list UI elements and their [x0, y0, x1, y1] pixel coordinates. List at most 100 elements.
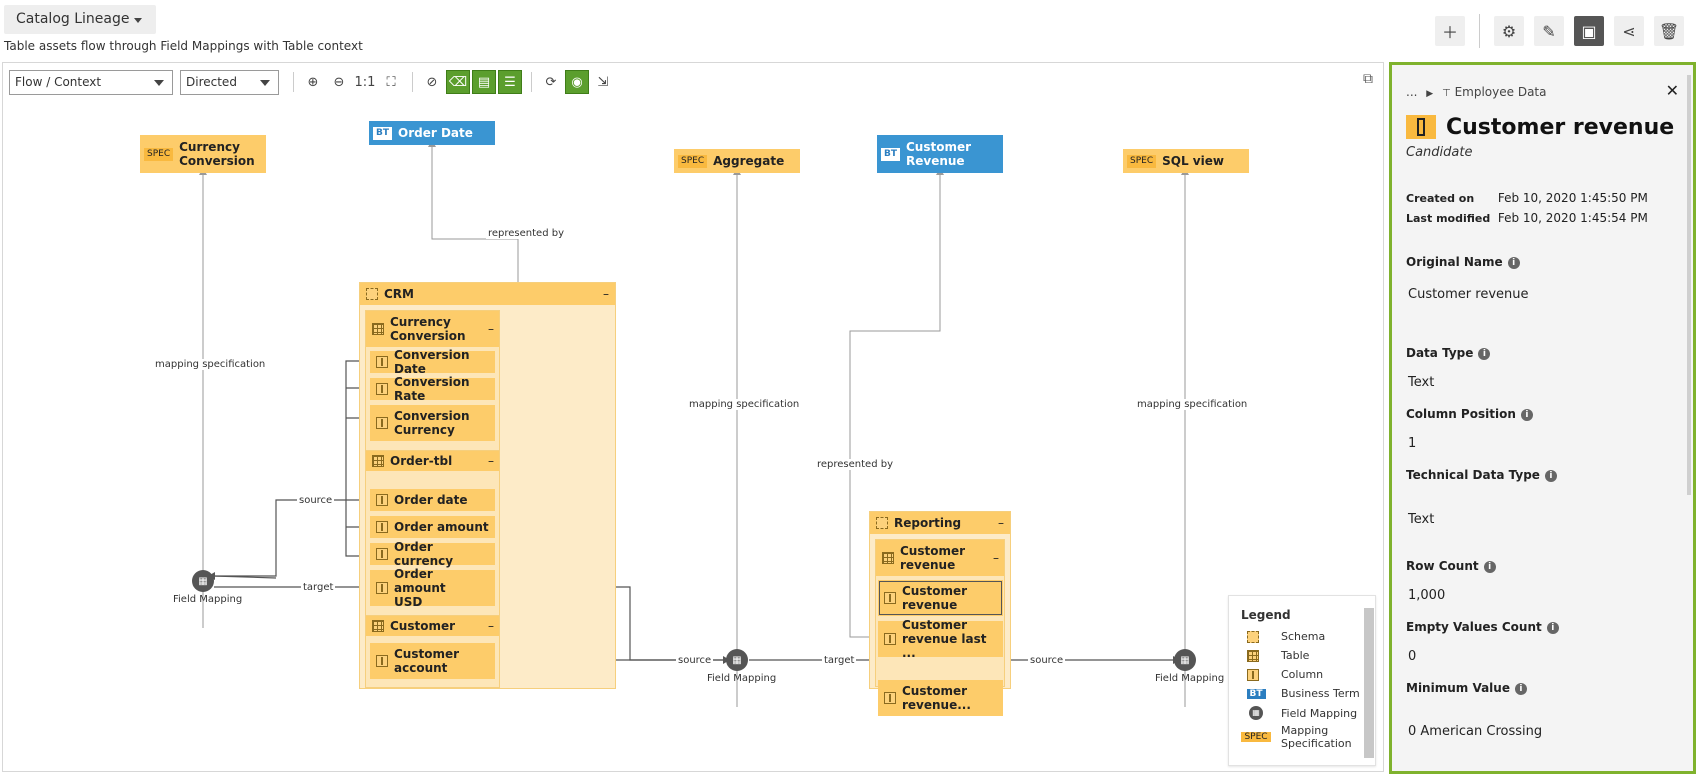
schema-header[interactable]: CRM –	[360, 283, 615, 305]
spec-node-sql-view[interactable]: SPEC SQL view	[1123, 149, 1249, 173]
share-button[interactable]: ⋖	[1614, 16, 1644, 46]
node-label: Customer Revenue	[906, 140, 972, 168]
direction-select[interactable]: Directed	[180, 69, 279, 95]
compass-icon[interactable]: ⊘	[426, 74, 438, 90]
table-label: Order-tbl	[390, 454, 453, 468]
legend-item-schema: Schema	[1241, 630, 1325, 643]
save-icon: ▣	[1581, 21, 1597, 41]
refresh-icon[interactable]: ⟳	[545, 74, 557, 90]
column-order-amount[interactable]: Order amount	[370, 516, 495, 538]
info-icon[interactable]: i	[1483, 560, 1496, 573]
legend-label: Column	[1281, 668, 1324, 681]
collapse-button[interactable]: –	[603, 287, 609, 301]
column-customer-revenue-selected[interactable]: Customer revenue	[878, 580, 1003, 616]
delete-button[interactable]: 🗑	[1654, 16, 1684, 46]
field-mapping-node[interactable]: ▦	[1174, 649, 1196, 671]
info-icon[interactable]: i	[1546, 621, 1559, 634]
fit-screen-icon[interactable]: ⛶	[386, 74, 396, 90]
info-icon[interactable]: i	[1520, 408, 1533, 421]
created-row: Created on Feb 10, 2020 1:45:50 PM	[1406, 191, 1648, 205]
table-header[interactable]: Customer revenue –	[876, 540, 1004, 576]
spec-node-currency-conversion[interactable]: SPEC Currency Conversion	[140, 135, 266, 173]
collapse-button[interactable]: –	[993, 551, 999, 565]
column-order-currency[interactable]: Order currency	[370, 540, 495, 568]
table-customer-revenue[interactable]: Customer revenue – Customer revenue Cust…	[875, 539, 1005, 716]
table-icon	[882, 552, 894, 564]
info-icon[interactable]: i	[1514, 682, 1527, 695]
table-currency-conversion[interactable]: Currency Conversion – Conversion Date Co…	[365, 310, 500, 471]
zoom-reset-button[interactable]: 1:1	[354, 74, 376, 90]
breadcrumb-ellipsis[interactable]: ...	[1406, 85, 1418, 99]
view-mode-select[interactable]: Flow / Context	[9, 69, 173, 95]
save-button[interactable]: ▣	[1574, 16, 1604, 46]
edge-label-target: target	[301, 582, 336, 593]
schema-group-crm[interactable]: CRM – Currency Conversion – Conversion D…	[359, 282, 616, 689]
eye-icon[interactable]: ◉	[565, 70, 589, 94]
direction-value: Directed	[186, 74, 237, 89]
field-mapping-node[interactable]: ▦	[726, 649, 748, 671]
column-label: Order currency	[394, 540, 454, 568]
chevron-down-icon	[134, 18, 142, 23]
schema-icon	[1247, 630, 1259, 643]
spec-tag: SPEC	[144, 147, 174, 161]
column-order-date[interactable]: Order date	[370, 489, 495, 511]
bt-node-customer-revenue[interactable]: BT Customer Revenue	[877, 135, 1003, 173]
view-title-dropdown[interactable]: Catalog Lineage	[4, 5, 156, 34]
column-conversion-currency[interactable]: Conversion Currency	[370, 405, 495, 441]
details-toggle-icon[interactable]: ▤	[472, 70, 496, 94]
schema-header[interactable]: Reporting –	[870, 512, 1010, 534]
chevron-right-icon: ▶	[1426, 89, 1434, 99]
panel-scrollbar[interactable]	[1687, 75, 1691, 495]
column-order-amount-usd[interactable]: Order amount USD	[370, 567, 495, 609]
info-icon[interactable]: i	[1478, 347, 1491, 360]
column-conversion-rate[interactable]: Conversion Rate	[370, 375, 495, 403]
zoom-in-icon[interactable]: ⊕	[307, 74, 319, 90]
field-mapping-icon: ▦	[1180, 654, 1190, 666]
spec-tag: SPEC	[1127, 154, 1157, 168]
action-toolbar: ＋ ⚙ ✎ ▣ ⋖ 🗑	[1435, 14, 1684, 48]
lineage-canvas[interactable]: Flow / Context Directed ⊕ ⊖ 1:1 ⛶ ⊘ ⌫ ▤ …	[2, 62, 1384, 772]
close-icon[interactable]: ✕	[1665, 81, 1679, 100]
settings-button[interactable]: ⚙	[1494, 16, 1524, 46]
column-customer-account[interactable]: Customer account	[370, 643, 495, 679]
view-title: Catalog Lineage	[16, 11, 130, 27]
field-mapping-node[interactable]: ▦	[192, 570, 214, 592]
label-toggle-icon[interactable]: ⌫	[446, 70, 470, 94]
edge-label-target: target	[822, 655, 857, 666]
column-icon	[376, 655, 388, 667]
bt-node-order-date[interactable]: BT Order Date	[369, 121, 495, 145]
column-customer-revenue-other[interactable]: Customer revenue...	[878, 680, 1003, 716]
edge-label-represented-by: represented by	[815, 459, 896, 470]
table-icon: ⊤	[1442, 88, 1451, 99]
list-toggle-icon[interactable]: ☰	[498, 70, 522, 94]
schema-group-reporting[interactable]: Reporting – Customer revenue – Customer …	[869, 511, 1011, 716]
table-order-tbl[interactable]: Order-tbl – Order date Order amount Orde…	[365, 450, 500, 618]
breadcrumb-item[interactable]: Employee Data	[1454, 85, 1547, 99]
legend-scrollbar[interactable]	[1364, 608, 1374, 758]
spec-node-aggregate[interactable]: SPEC Aggregate	[674, 149, 800, 173]
collapse-button[interactable]: –	[488, 454, 494, 468]
zoom-out-icon[interactable]: ⊖	[333, 74, 345, 90]
table-label: Currency Conversion	[390, 315, 466, 343]
edge-label-source: source	[297, 495, 335, 506]
info-icon[interactable]: i	[1507, 256, 1520, 269]
collapse-button[interactable]: –	[488, 619, 494, 633]
table-header[interactable]: Customer –	[366, 616, 499, 636]
table-customer[interactable]: Customer – Customer account	[365, 615, 500, 688]
column-conversion-date[interactable]: Conversion Date	[370, 348, 495, 376]
column-icon	[376, 582, 388, 594]
table-header[interactable]: Order-tbl –	[366, 451, 499, 471]
column-customer-revenue-last[interactable]: Customer revenue last ...	[878, 618, 1003, 660]
legend-panel: Legend Schema Table Column BT Business T…	[1228, 595, 1376, 766]
export-icon[interactable]: ⇲	[597, 74, 609, 90]
collapse-button[interactable]: –	[998, 516, 1004, 530]
collapse-button[interactable]: –	[488, 322, 494, 336]
popout-icon[interactable]: ⧉	[1363, 71, 1373, 87]
add-button[interactable]: ＋	[1435, 16, 1465, 46]
edit-button[interactable]: ✎	[1534, 16, 1564, 46]
info-icon[interactable]: i	[1544, 469, 1557, 482]
table-header[interactable]: Currency Conversion –	[366, 311, 499, 347]
